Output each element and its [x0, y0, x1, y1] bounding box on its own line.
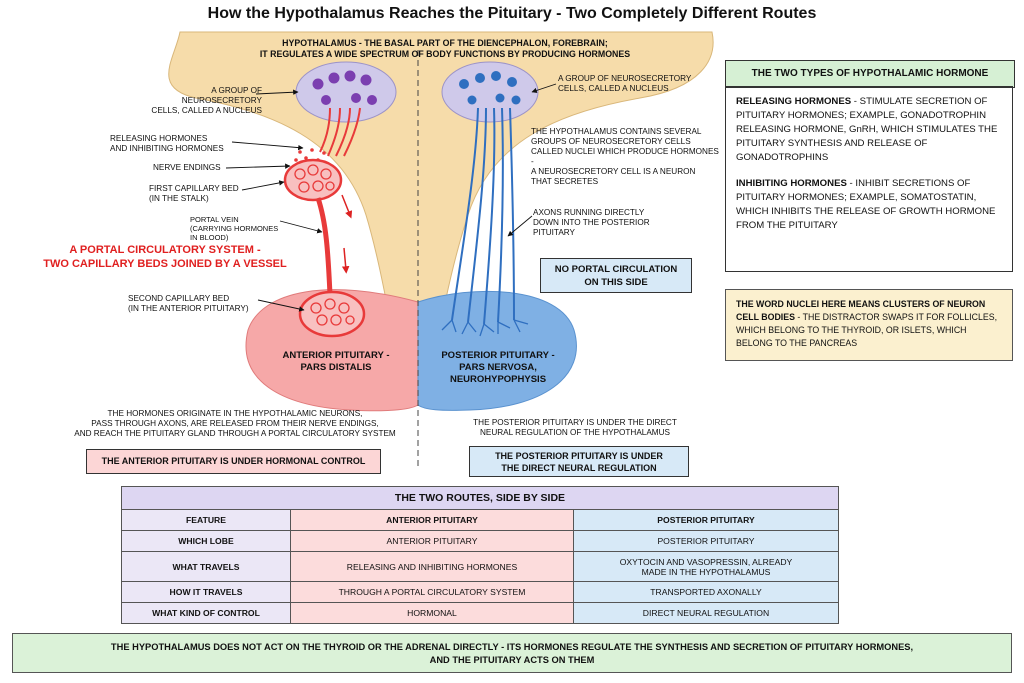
routes-table: THE TWO ROUTES, SIDE BY SIDE FEATURE ANT…: [121, 486, 839, 624]
table-cell: WHAT TRAVELS: [121, 551, 291, 582]
table-row: WHICH LOBE ANTERIOR PITUITARY POSTERIOR …: [121, 530, 839, 552]
hormone-types-header: THE TWO TYPES OF HYPOTHALAMIC HORMONE: [725, 60, 1015, 88]
routes-table-title: THE TWO ROUTES, SIDE BY SIDE: [121, 486, 839, 510]
hormone-types-body: RELEASING HORMONES - STIMULATE SECRETION…: [725, 86, 1013, 272]
table-cell: DIRECT NEURAL REGULATION: [573, 602, 839, 624]
page-title: How the Hypothalamus Reaches the Pituita…: [207, 5, 817, 22]
table-header-cell: FEATURE: [121, 509, 291, 531]
left-nucleus: [295, 61, 397, 123]
table-cell: HORMONAL: [290, 602, 574, 624]
table-cell: ANTERIOR PITUITARY: [290, 530, 574, 552]
table-header-row: FEATURE ANTERIOR PITUITARY POSTERIOR PIT…: [121, 509, 839, 531]
table-cell: THROUGH A PORTAL CIRCULATORY SYSTEM: [290, 581, 574, 603]
table-cell: TRANSPORTED AXONALLY: [573, 581, 839, 603]
second-capillary-bed: [298, 290, 366, 338]
table-cell: OXYTOCIN AND VASOPRESSIN, ALREADY MADE I…: [573, 551, 839, 582]
nerve-endings-label: NERVE ENDINGS: [153, 163, 221, 172]
hypothalamus-label: HYPOTHALAMUS - THE BASAL PART OF THE DIE…: [259, 38, 631, 59]
posterior-description: THE POSTERIOR PITUITARY IS UNDER THE DIR…: [473, 418, 677, 437]
table-cell: WHICH LOBE: [121, 530, 291, 552]
releasing-hormones-entry: RELEASING HORMONES - STIMULATE SECRETION…: [736, 96, 998, 163]
inhibiting-hormones-entry: INHIBITING HORMONES - INHIBIT SECRETIONS…: [736, 178, 996, 231]
anterior-pituitary-shape: [245, 289, 419, 412]
table-cell: RELEASING AND INHIBITING HORMONES: [290, 551, 574, 582]
table-header-cell: ANTERIOR PITUITARY: [290, 509, 574, 531]
portal-vein: [315, 197, 333, 296]
posterior-pituitary-label: POSTERIOR PITUITARY -PARS NERVOSA,NEUROH…: [441, 350, 555, 385]
table-row: HOW IT TRAVELS THROUGH A PORTAL CIRCULAT…: [121, 581, 839, 603]
table-row: WHAT KIND OF CONTROL HORMONAL DIRECT NEU…: [121, 602, 839, 624]
first-capillary-label: FIRST CAPILLARY BED(IN THE STALK): [149, 184, 239, 203]
right-nucleus: [441, 61, 539, 123]
table-cell: HOW IT TRAVELS: [121, 581, 291, 603]
portal-system-label: A PORTAL CIRCULATORY SYSTEM -TWO CAPILLA…: [43, 244, 287, 270]
table-row: WHAT TRAVELS RELEASING AND INHIBITING HO…: [121, 551, 839, 582]
first-capillary-bed: [283, 158, 343, 202]
table-cell: POSTERIOR PITUITARY: [573, 530, 839, 552]
anterior-description: THE HORMONES ORIGINATE IN THE HYPOTHALAM…: [74, 409, 396, 438]
bottom-summary-banner: THE HYPOTHALAMUS DOES NOT ACT ON THE THY…: [12, 633, 1012, 673]
table-header-cell: POSTERIOR PITUITARY: [573, 509, 839, 531]
nuclei-note: THE WORD NUCLEI HERE MEANS CLUSTERS OF N…: [725, 289, 1013, 361]
second-capillary-label: SECOND CAPILLARY BED(IN THE ANTERIOR PIT…: [128, 294, 249, 313]
table-cell: WHAT KIND OF CONTROL: [121, 602, 291, 624]
anterior-pituitary-label: ANTERIOR PITUITARY -PARS DISTALIS: [282, 350, 390, 373]
anterior-control-box: THE ANTERIOR PITUITARY IS UNDER HORMONAL…: [86, 449, 381, 474]
